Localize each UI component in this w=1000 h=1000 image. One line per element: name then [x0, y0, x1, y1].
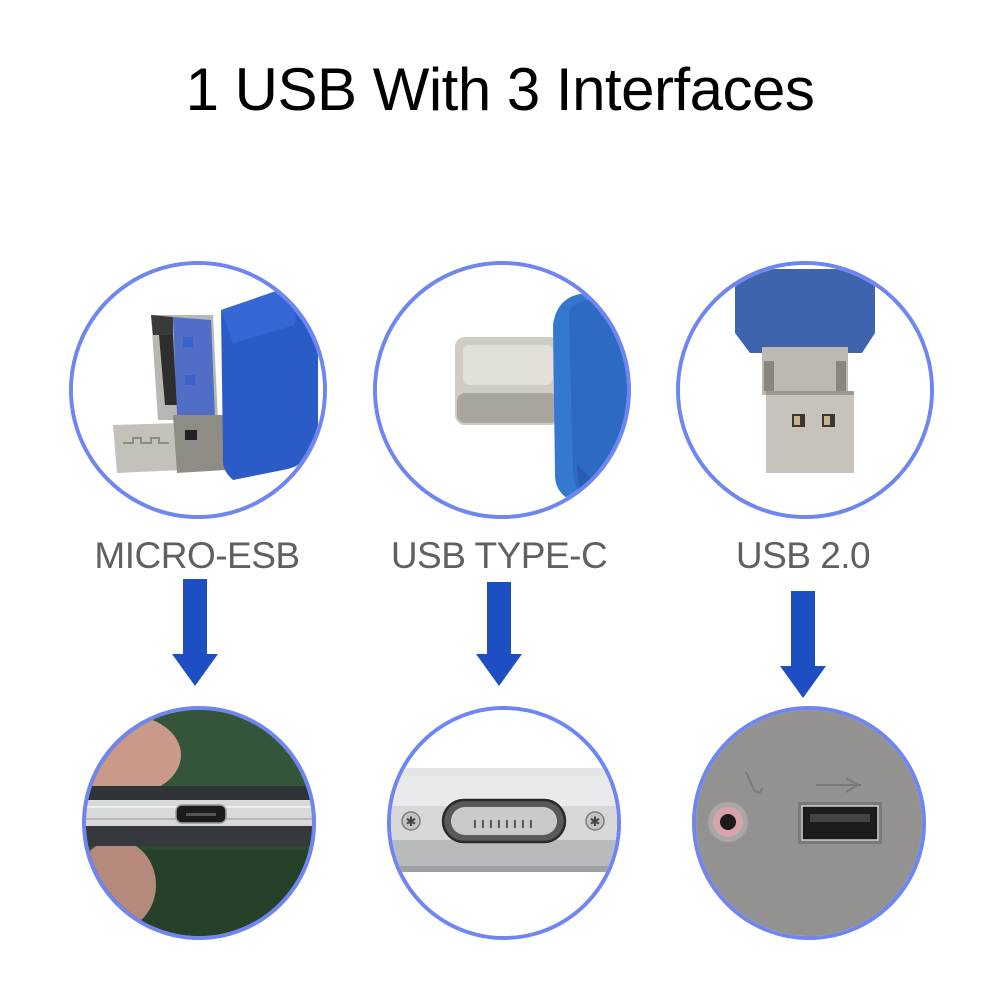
- usb-a-connector-image: [676, 261, 934, 519]
- pc-usb-port-image: [692, 706, 926, 940]
- micro-usb-connector-image: [69, 261, 327, 519]
- svg-text:✱: ✱: [406, 815, 417, 830]
- usb-type-c-drive-icon: [377, 265, 627, 515]
- usb-type-c-connector-image: [373, 261, 631, 519]
- interface-label-type-c: USB TYPE-C: [390, 535, 608, 576]
- usb-a-drive-icon: [680, 265, 930, 515]
- page-title: 1 USB With 3 Interfaces: [185, 56, 815, 123]
- type-c-port-image: ✱ ✱: [387, 706, 621, 940]
- interface-label-micro-usb: MICRO-ESB: [94, 535, 300, 576]
- phone-port-icon: [86, 710, 312, 936]
- phone-micro-usb-port-image: [82, 706, 316, 940]
- interface-label-usb-2: USB 2.0: [735, 535, 871, 576]
- svg-text:✱: ✱: [590, 815, 601, 830]
- type-c-port-icon: ✱ ✱: [391, 710, 617, 936]
- pc-front-panel-icon: [696, 710, 922, 936]
- micro-usb-otg-drive-icon: [73, 265, 323, 515]
